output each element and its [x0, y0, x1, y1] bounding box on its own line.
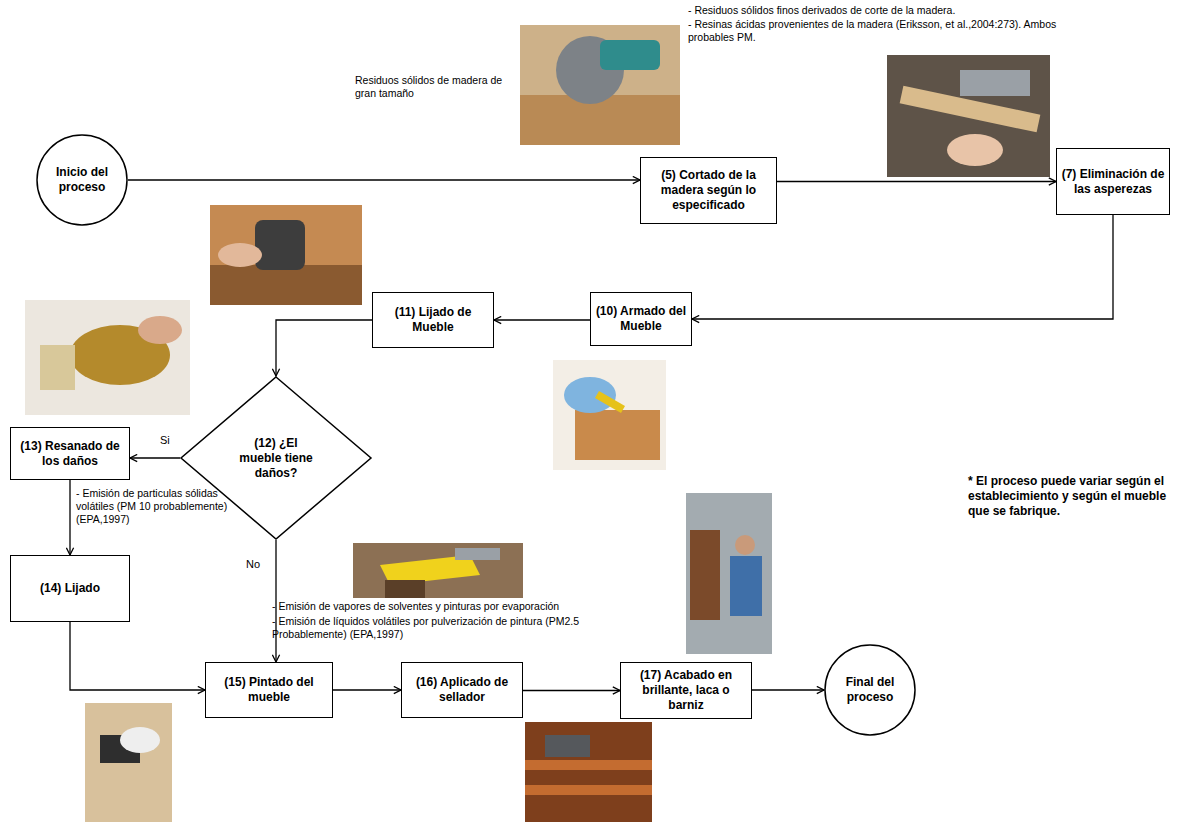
node-label: Final del proceso	[835, 675, 905, 705]
node-label: (14) Lijado	[40, 581, 100, 596]
brush-photo	[525, 722, 652, 822]
photo-ground	[887, 55, 1050, 177]
emission-annotation: - Emisión de particulas sólidas volátile…	[76, 487, 241, 526]
flow-arrow	[276, 320, 372, 376]
node-label: (16) Aplicado de sellador	[406, 675, 518, 705]
terminal-circle	[825, 645, 915, 735]
joint-photo	[553, 360, 666, 470]
glove	[120, 727, 160, 753]
photo-ground	[686, 493, 772, 654]
flow-arrow	[692, 215, 1113, 319]
process-box: (17) Acabado en brillante, laca o barniz	[620, 662, 752, 719]
sanding-block-photo	[85, 703, 172, 822]
putty-sticks	[40, 345, 75, 390]
photo-ground	[353, 543, 523, 598]
photo-ground	[85, 703, 172, 822]
process-box: (5) Cortado de la madera según lo especi…	[640, 157, 777, 224]
worker-body	[730, 556, 762, 616]
flow-arrow	[333, 689, 401, 690]
process-box: (15) Pintado del mueble	[205, 662, 333, 718]
node-label: (10) Armado del Mueble	[595, 304, 687, 334]
chair-parts	[690, 530, 720, 620]
spray-photo	[353, 543, 523, 598]
sander-photo	[887, 55, 1050, 177]
flow-arrow	[69, 480, 70, 555]
node-label: (12) ¿El mueble tiene daños?	[234, 436, 318, 481]
wood-edge	[210, 265, 362, 305]
flow-arrow	[70, 622, 205, 690]
process-box: (13) Resanado de los daños	[10, 427, 130, 480]
node-label: Inicio del proceso	[47, 165, 117, 195]
process-box: (11) Lijado de Mueble	[372, 292, 494, 348]
wood-joint	[575, 410, 660, 460]
node-label: (7) Eliminación de las asperezas	[1061, 167, 1165, 197]
flow-arrow	[777, 181, 1056, 182]
glove	[564, 377, 616, 413]
slat	[525, 785, 652, 795]
router-photo	[210, 205, 362, 305]
node-label: (5) Cortado de la madera según lo especi…	[645, 168, 772, 213]
photo-ground	[25, 300, 190, 415]
flow-arrow	[523, 690, 620, 691]
flow-arrow	[128, 179, 640, 180]
brush	[545, 735, 590, 757]
flow-arrow	[130, 457, 180, 458]
slat	[525, 760, 652, 770]
photo-ground	[525, 722, 652, 822]
process-box: (16) Aplicado de sellador	[401, 662, 523, 718]
hand	[218, 243, 262, 267]
flow-arrow	[494, 319, 590, 320]
photo-ground	[553, 360, 666, 470]
worker-head	[735, 535, 755, 555]
decision-diamond: (12) ¿El mueble tiene daños?	[180, 376, 372, 540]
process-box: (14) Lijado	[10, 555, 130, 622]
spray-gun	[455, 548, 500, 560]
emission-annotation: - Emisión de líquidos volátiles por pulv…	[272, 615, 602, 641]
wood-plank	[520, 95, 680, 145]
emission-annotation: - Resinas ácidas provenientes de la made…	[688, 18, 1098, 44]
putty-can-photo	[25, 300, 190, 415]
process-box: (7) Eliminación de las asperezas	[1056, 148, 1170, 215]
bucket	[385, 580, 425, 598]
process-box: (10) Armado del Mueble	[590, 292, 692, 346]
photo-ground	[210, 205, 362, 305]
node-label: (11) Lijado de Mueble	[377, 305, 489, 335]
terminal-circle	[37, 135, 127, 225]
photo-ground	[520, 25, 680, 145]
node-label: (17) Acabado en brillante, laca o barniz	[625, 668, 747, 713]
saw-body	[600, 40, 660, 70]
node-label: (15) Pintado del mueble	[210, 675, 328, 705]
saw-photo	[520, 25, 680, 145]
worker-photo	[686, 493, 772, 654]
emission-annotation: Residuos sólidos de madera de gran tamañ…	[355, 74, 515, 100]
node-label: (13) Resanado de los daños	[15, 439, 125, 469]
machine-part	[960, 70, 1030, 96]
flow-arrow	[752, 689, 824, 690]
emission-annotation: - Emisión de vapores de solventes y pint…	[272, 600, 612, 613]
start-terminal: Inicio del proceso	[36, 134, 128, 226]
branch-label: Si	[158, 434, 172, 447]
decision-outline	[181, 377, 371, 539]
hand	[947, 134, 1003, 166]
glue-spreader	[595, 391, 625, 413]
hand	[138, 316, 182, 344]
end-terminal: Final del proceso	[824, 644, 916, 736]
branch-label: No	[244, 558, 262, 571]
router-tool	[255, 220, 305, 270]
process-note: * El proceso puede variar según el estab…	[968, 474, 1173, 519]
emission-annotation: - Residuos sólidos finos derivados de co…	[688, 4, 1168, 17]
